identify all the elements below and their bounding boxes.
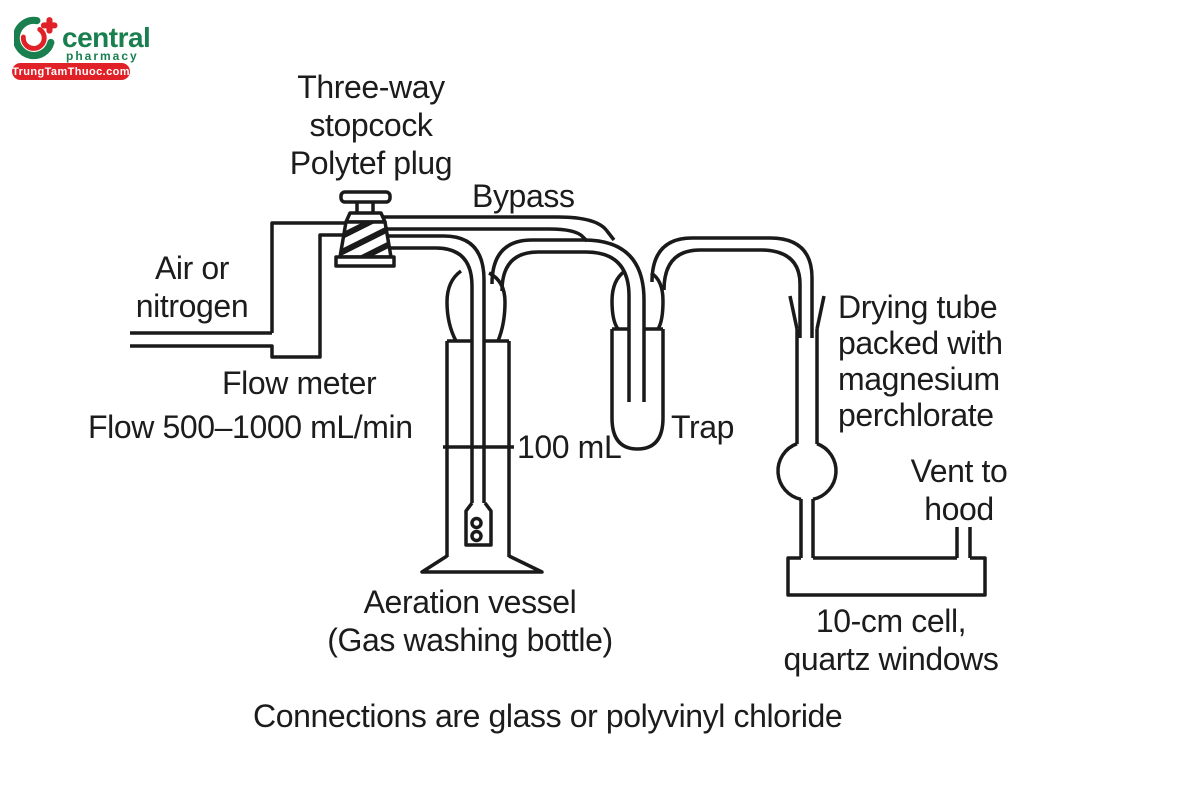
inlet-tube [130,221,360,359]
central-pharmacy-logo: central pharmacy TrungTamThuoc.com [10,12,151,82]
vent-tube [955,527,972,558]
label-trap: Trap [671,409,735,445]
aeration-vessel [420,269,544,574]
logo-brand-text: central [62,22,151,53]
logo-badge: TrungTamThuoc.com [12,63,130,80]
drying-bulb [776,442,802,502]
stopcock [334,190,396,268]
logo-c-icon [14,16,58,60]
label-bypass: Bypass [472,178,575,214]
caption-connections: Connections are glass or polyvinyl chlor… [253,698,843,734]
label-flow-meter: Flow meter [222,365,377,401]
label-10cm-cell: 10-cm cell, quartz windows [783,603,999,677]
bypass-tube [370,215,616,243]
absorption-cell [786,556,987,597]
drying-tube [776,295,838,558]
label-flow-rate: Flow 500–1000 mL/min [88,409,413,445]
sparger [464,501,493,547]
label-vent-to-hood: Vent to hood [910,453,1008,527]
trap-to-drying-tube [650,236,814,338]
plus-icon [40,17,58,34]
vessel-to-trap-tube [490,238,646,402]
logo-badge-text: TrungTamThuoc.com [12,65,130,78]
label-100-ml: 100 mL [517,429,622,465]
label-drying-tube: Drying tube packed with magnesium perchl… [838,289,1003,433]
logo-sub-text: pharmacy [66,49,139,63]
trap-vessel [610,269,665,451]
label-aeration-vessel: Aeration vessel (Gas washing bottle) [327,584,613,658]
aeration-feed-tube [370,234,486,503]
label-three-way-stopcock: Three-way stopcock Polytef plug [289,69,453,181]
label-air-or-nitrogen: Air or nitrogen [135,250,249,324]
